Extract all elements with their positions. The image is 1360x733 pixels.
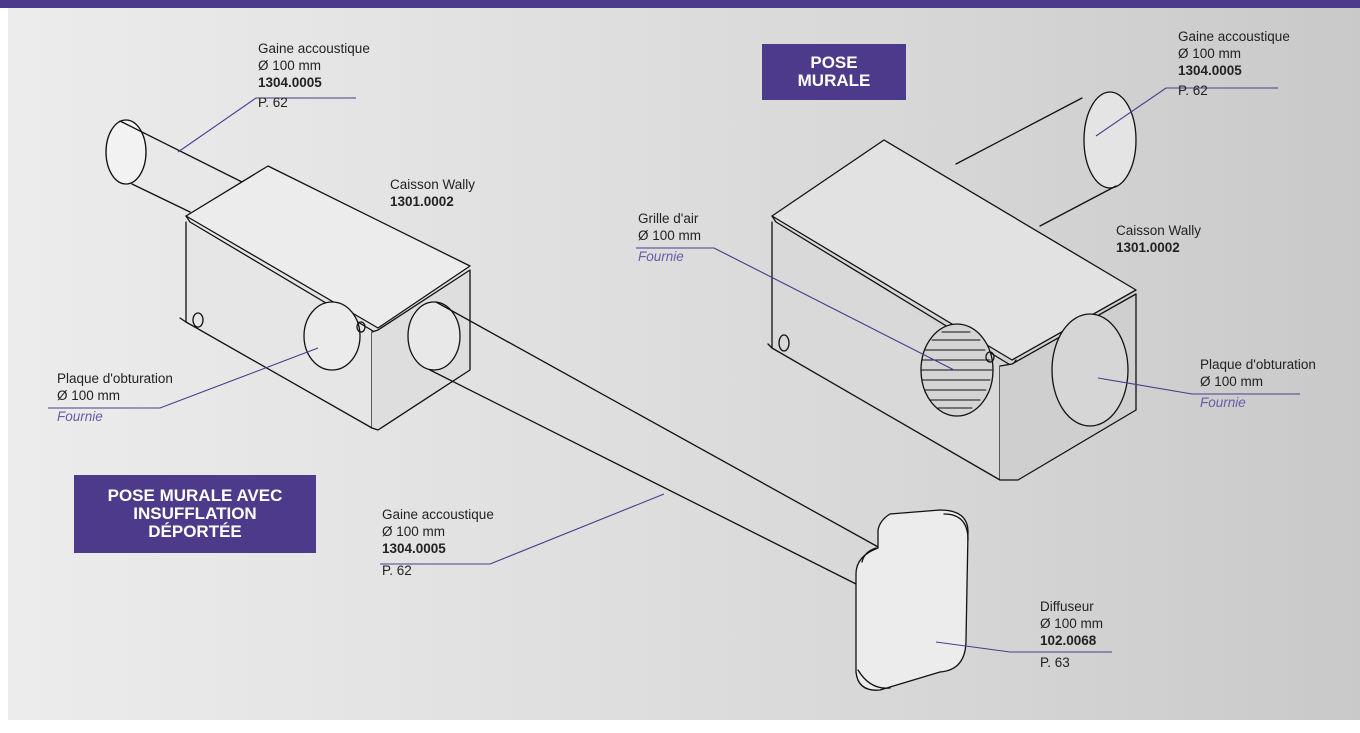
badge-right-line-1: POSE — [810, 53, 858, 72]
badge-right-line-2: MURALE — [797, 71, 871, 90]
leader-center-gaine — [380, 493, 665, 565]
right-top-duct — [955, 91, 1137, 227]
badge-pose-murale: POSE MURALE — [762, 44, 906, 100]
label-right-grille: Grille d'air Ø 100 mm Fournie — [638, 211, 702, 264]
right-caisson — [767, 139, 1137, 481]
diffuseur-plate — [855, 509, 969, 691]
label-diffuseur: Diffuseur Ø 100 mm 102.0068 P. 63 — [1040, 599, 1104, 670]
badge-pose-murale-deportee: POSE MURALE AVEC INSUFFLATION DÉPORTÉE — [74, 475, 316, 553]
top-accent-bar — [0, 0, 1360, 8]
label-right-gaine-top: Gaine accoustique Ø 100 mm 1304.0005 P. … — [1178, 29, 1290, 98]
leader-right-grille — [636, 247, 955, 371]
leader-lines — [48, 87, 1300, 653]
left-top-duct — [105, 119, 251, 213]
leader-left-plaque — [48, 347, 319, 409]
label-left-gaine-top: Gaine accoustique Ø 100 mm 1304.0005 P. … — [258, 41, 370, 110]
label-center-gaine: Gaine accoustique Ø 100 mm 1304.0005 P. … — [382, 507, 494, 578]
leader-left-gaine-top — [177, 97, 356, 153]
label-left-caisson: Caisson Wally 1301.0002 — [390, 177, 476, 209]
leader-right-plaque — [1097, 377, 1300, 395]
leader-right-gaine-top — [1095, 87, 1278, 137]
leader-diffuseur — [935, 641, 1112, 653]
label-left-plaque: Plaque d'obturation Ø 100 mm Fournie — [57, 371, 173, 424]
badge-left-line-2: INSUFFLATION — [133, 504, 257, 523]
badge-left-line-1: POSE MURALE AVEC — [107, 486, 283, 505]
label-right-caisson: Caisson Wally 1301.0002 — [1116, 223, 1202, 255]
long-duct — [407, 301, 881, 591]
label-right-plaque: Plaque d'obturation Ø 100 mm Fournie — [1200, 357, 1316, 410]
badge-left-line-3: DÉPORTÉE — [148, 522, 242, 541]
